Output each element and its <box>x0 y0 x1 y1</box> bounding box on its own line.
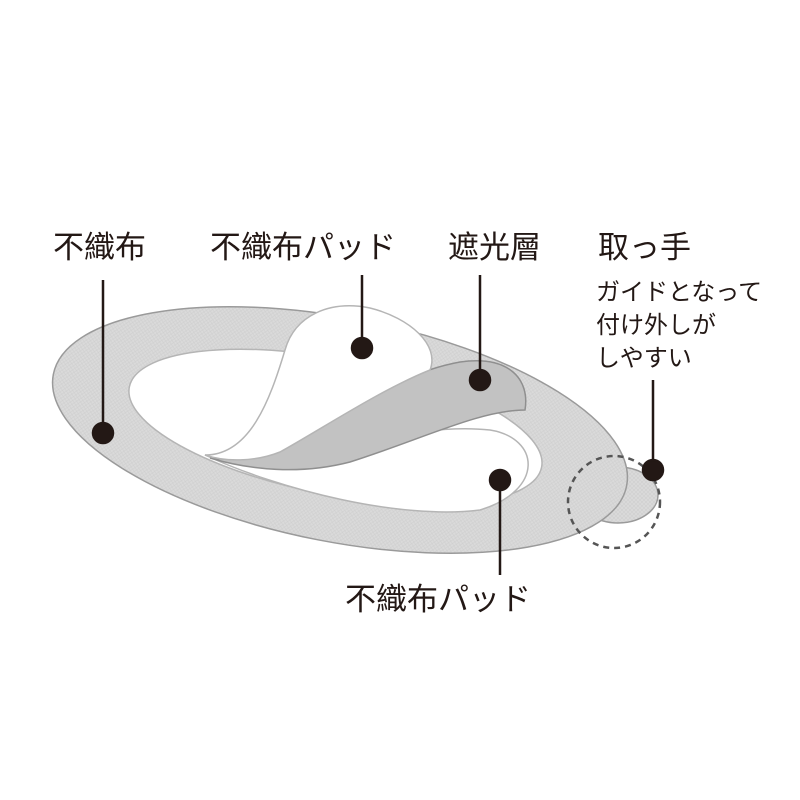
handle-desc-line: しやすい <box>596 344 692 372</box>
nonwoven-pad-top <box>204 305 433 461</box>
handle-desc-line: 付け外しが <box>596 311 716 339</box>
label-nonwoven-pad-bottom: 不織布パッド <box>345 582 531 618</box>
dot-pad-bottom <box>488 468 512 492</box>
dot-shield <box>468 368 492 392</box>
dot-handle <box>641 458 665 482</box>
handle-desc-line: ガイドとなって <box>596 278 763 306</box>
dot-pad-top <box>350 336 374 360</box>
handle-highlight-circle <box>566 454 662 550</box>
dot-nonwoven <box>91 421 115 445</box>
label-light-shield-layer: 遮光層 <box>448 230 541 266</box>
label-nonwoven-pad-top: 不織布パッド <box>210 230 396 266</box>
label-handle: 取っ手 <box>598 230 691 266</box>
label-nonwoven: 不織布 <box>53 230 146 266</box>
handle-description: ガイドとなって 付け外しが しやすい <box>596 276 762 375</box>
